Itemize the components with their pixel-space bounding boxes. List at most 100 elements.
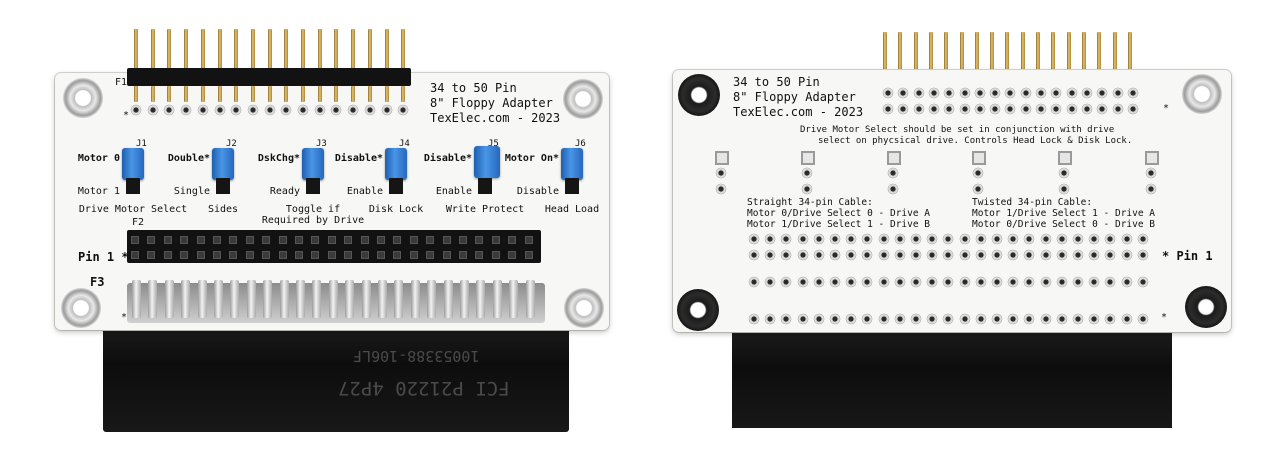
solder-pad bbox=[380, 104, 393, 116]
back-header-pad bbox=[943, 87, 956, 99]
header-socket bbox=[459, 236, 467, 244]
back-header-pad bbox=[1050, 87, 1063, 99]
front-title-line-1: 34 to 50 Pin bbox=[430, 81, 517, 95]
header-socket bbox=[409, 251, 418, 259]
back-header-pad bbox=[1065, 87, 1078, 99]
header-pin-lower bbox=[150, 86, 155, 102]
edge-pad-row-2 bbox=[1104, 249, 1117, 261]
edge-pad-row-3 bbox=[974, 276, 987, 288]
pin1-star-top: * bbox=[123, 110, 130, 121]
edge-pad-row-1 bbox=[958, 233, 971, 245]
edge-pad-row-4 bbox=[764, 313, 777, 325]
back-header-pad bbox=[927, 87, 940, 99]
header-pin-lower bbox=[367, 86, 372, 102]
header-pin bbox=[184, 29, 189, 71]
edge-contact bbox=[132, 280, 141, 318]
header-socket bbox=[196, 251, 205, 259]
edge-pad-row-4 bbox=[1072, 313, 1084, 325]
edge-contact bbox=[312, 280, 322, 318]
jumper-caption: Disk Lock bbox=[368, 204, 424, 215]
edge-pad-row-3 bbox=[1136, 276, 1149, 288]
back-header-pad bbox=[1080, 87, 1093, 99]
edge-contact bbox=[328, 280, 338, 318]
header-pin-lower bbox=[184, 86, 189, 102]
back-header-pad bbox=[1080, 103, 1093, 115]
edge-pad-row-2 bbox=[796, 249, 809, 261]
jumper-pins bbox=[565, 178, 579, 194]
edge-pad-row-1 bbox=[764, 233, 777, 245]
edge-pad-row-1 bbox=[1136, 233, 1149, 245]
header-pin bbox=[317, 29, 322, 71]
back-header-pad bbox=[1111, 87, 1124, 99]
jumper-cap bbox=[385, 148, 407, 180]
jumper-pad bbox=[801, 183, 813, 195]
header-socket bbox=[344, 251, 353, 259]
back-header-pad bbox=[973, 103, 986, 115]
edge-pad-row-2 bbox=[1055, 249, 1068, 261]
header-socket bbox=[229, 236, 238, 244]
header-socket bbox=[524, 251, 533, 259]
edge-pad-row-4 bbox=[780, 313, 793, 325]
edge-pad-row-2 bbox=[764, 249, 777, 261]
back-header-pin bbox=[883, 32, 887, 72]
edge-pad-row-2 bbox=[1039, 249, 1052, 261]
solder-pad bbox=[313, 104, 326, 116]
edge-pad-row-4 bbox=[1055, 313, 1068, 325]
header-socket bbox=[409, 236, 418, 244]
edge-pad-row-2 bbox=[1072, 249, 1084, 261]
back-star-top: * bbox=[1163, 103, 1170, 114]
header-socket bbox=[442, 236, 451, 244]
edge-pad-row-2 bbox=[812, 249, 825, 261]
solder-pad bbox=[263, 104, 276, 116]
edge-pad-row-3 bbox=[829, 276, 841, 288]
back-header-pad bbox=[1096, 87, 1109, 99]
edge-pad-row-1 bbox=[893, 233, 906, 245]
header-pin-lower bbox=[200, 86, 205, 102]
edge-pad-row-2 bbox=[1136, 249, 1149, 261]
solder-pad bbox=[163, 104, 176, 116]
edge-pad-row-4 bbox=[1088, 313, 1101, 325]
edge-pad-row-3 bbox=[1007, 276, 1020, 288]
header-socket bbox=[278, 251, 287, 259]
solder-pad bbox=[230, 104, 243, 116]
edge-pad-row-3 bbox=[942, 276, 955, 288]
edge-pad-row-4 bbox=[1136, 313, 1149, 325]
edge-pad-row-3 bbox=[877, 276, 890, 288]
header-pin-lower bbox=[284, 86, 289, 102]
solder-pad bbox=[280, 104, 293, 116]
edge-pad-row-3 bbox=[958, 276, 971, 288]
solder-pad bbox=[246, 104, 259, 116]
jumper-square-pad bbox=[887, 151, 901, 165]
back-header-pad bbox=[927, 103, 940, 115]
jumper-pad bbox=[1145, 183, 1157, 195]
header-socket bbox=[524, 236, 533, 244]
header-pin bbox=[384, 29, 389, 71]
edge-pad-row-2 bbox=[942, 249, 955, 261]
top-header-pins bbox=[0, 0, 640, 120]
jumper-caption: Toggle if Required by Drive bbox=[261, 204, 365, 226]
back-solder-pads bbox=[640, 0, 1280, 467]
back-header-pin bbox=[1051, 32, 1056, 72]
back-note-line-2: select on phycsical drive. Controls Head… bbox=[818, 136, 1133, 146]
header-socket bbox=[393, 236, 402, 244]
back-header-pad bbox=[1096, 103, 1109, 115]
header-pin bbox=[250, 29, 255, 71]
jumper-pins bbox=[478, 178, 492, 194]
header-pin bbox=[134, 29, 138, 71]
edge-pad-row-2 bbox=[974, 249, 987, 261]
edge-pad-row-2 bbox=[877, 249, 890, 261]
back-ribbon-cable bbox=[732, 328, 1172, 428]
jumper-pad bbox=[715, 167, 727, 179]
jumper-ref-label: J1 bbox=[136, 139, 147, 149]
back-header-pad bbox=[973, 87, 986, 99]
jumper-ref-label: J3 bbox=[316, 139, 327, 149]
header-pin bbox=[334, 29, 339, 71]
back-header-pad bbox=[943, 103, 956, 115]
edge-contact bbox=[509, 280, 519, 318]
straight-cable-line-1: Straight 34-pin Cable: bbox=[747, 197, 873, 208]
edge-pad-row-3 bbox=[1072, 276, 1084, 288]
solder-pad bbox=[213, 104, 226, 116]
header-socket bbox=[475, 251, 484, 259]
pin1-label-front: Pin 1 * bbox=[78, 250, 129, 264]
jumper-top-label: Disable* bbox=[423, 153, 472, 164]
